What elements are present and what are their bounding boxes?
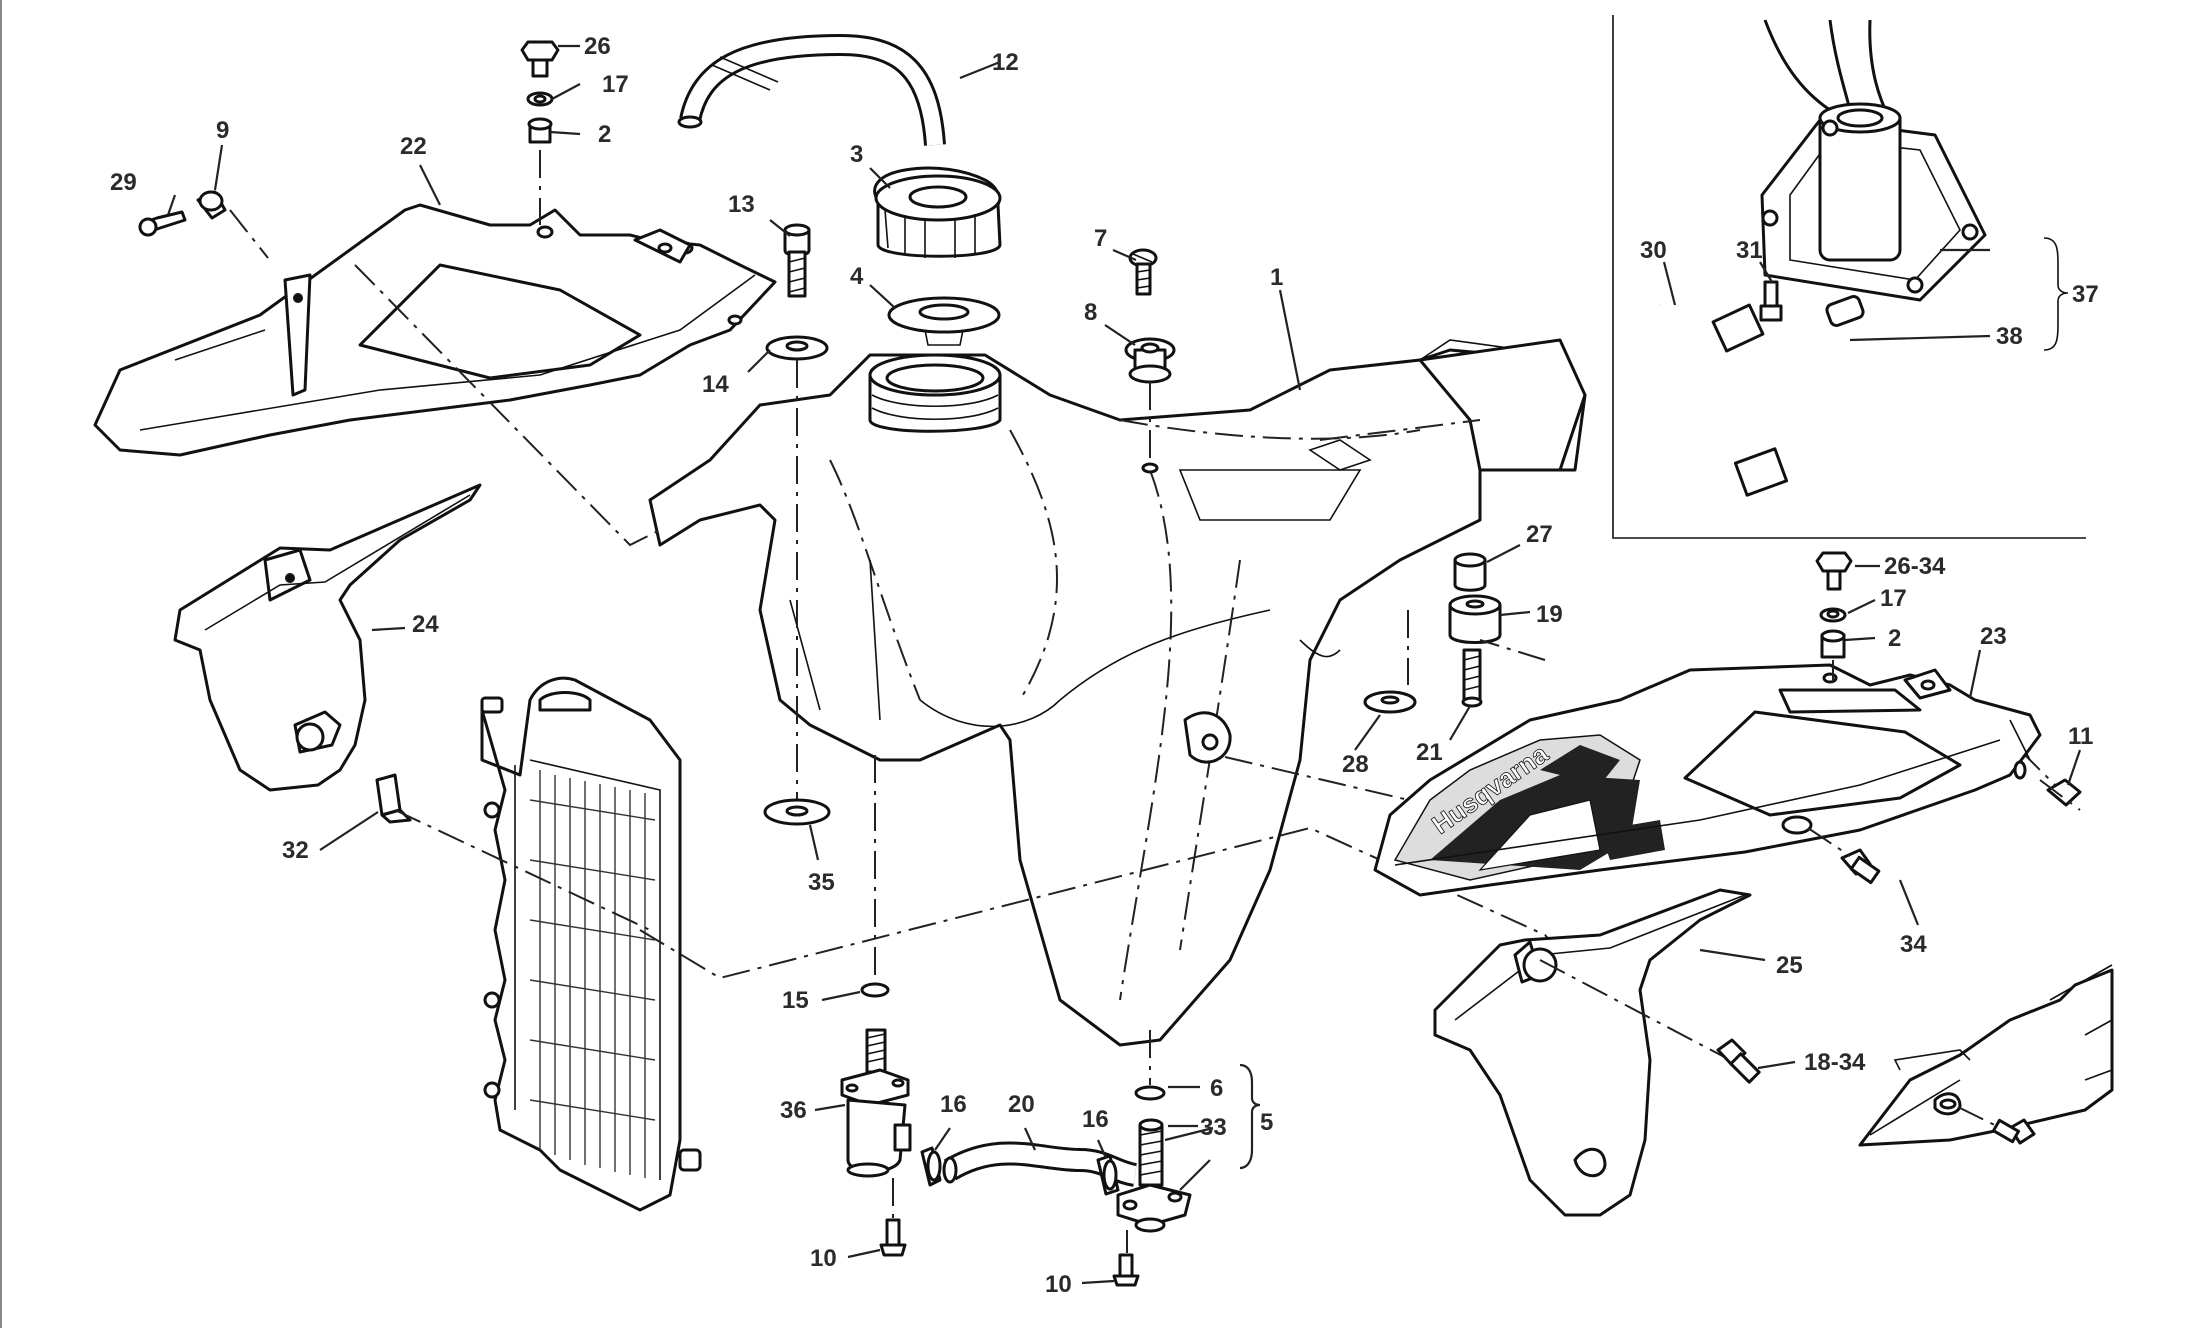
label-25: 25 <box>1776 952 1803 979</box>
label-27: 27 <box>1526 521 1553 548</box>
right-side-panel-25 <box>1433 888 1752 1217</box>
callout-labels: 26 17 2 12 9 29 22 3 13 7 1 4 8 14 30 31… <box>110 33 2099 1298</box>
label-33: 33 <box>1200 1114 1227 1141</box>
partial-panel-right <box>1858 964 2114 1147</box>
label-20: 20 <box>1008 1091 1035 1118</box>
left-upper-shroud <box>93 203 777 457</box>
label-10-right: 10 <box>1045 1271 1072 1298</box>
clip-11 <box>2039 778 2082 811</box>
label-2-right: 2 <box>1888 625 1901 652</box>
bolt-26-34-stack <box>1815 551 1853 680</box>
label-9: 9 <box>216 117 229 144</box>
bolt-26-stack <box>520 40 560 225</box>
label-1: 1 <box>1270 264 1283 291</box>
label-16-left: 16 <box>940 1091 967 1118</box>
label-31: 31 <box>1736 237 1763 264</box>
label-18-34: 18-34 <box>1804 1049 1866 1076</box>
label-17-right: 17 <box>1880 585 1907 612</box>
label-11: 11 <box>2068 723 2093 750</box>
radiator <box>480 676 702 1212</box>
hose-20-with-clamps <box>920 1141 1138 1196</box>
label-21: 21 <box>1416 739 1443 766</box>
label-26-top: 26 <box>584 33 611 60</box>
bolt-18-34 <box>1716 1038 1761 1084</box>
label-14: 14 <box>702 371 729 398</box>
label-7: 7 <box>1094 225 1107 252</box>
label-3: 3 <box>850 141 863 168</box>
label-35: 35 <box>808 869 835 896</box>
gasket-4 <box>887 296 1001 346</box>
label-19: 19 <box>1536 601 1563 628</box>
label-37: 37 <box>2072 281 2099 308</box>
fuel-tap-33 <box>1112 1085 1192 1287</box>
label-29: 29 <box>110 169 137 196</box>
fuel-tank <box>648 338 1587 1047</box>
label-4: 4 <box>850 263 864 290</box>
label-16-right: 16 <box>1082 1106 1109 1133</box>
clip-32 <box>375 773 651 931</box>
leader-lines <box>166 44 2082 1285</box>
label-26-34: 26-34 <box>1884 553 1946 580</box>
label-28: 28 <box>1342 751 1369 778</box>
label-17-top: 17 <box>602 71 629 98</box>
label-34: 34 <box>1900 931 1927 958</box>
label-13: 13 <box>728 191 755 218</box>
label-12: 12 <box>992 49 1019 76</box>
screw-13-washer-14 <box>763 223 831 826</box>
label-30: 30 <box>1640 237 1667 264</box>
label-36: 36 <box>780 1097 807 1124</box>
mount-stack-27-19 <box>1363 552 1502 714</box>
label-24: 24 <box>412 611 439 638</box>
label-32: 32 <box>282 837 309 864</box>
label-23: 23 <box>1980 623 2007 650</box>
breather-hose-12 <box>677 33 946 146</box>
bolt-34 <box>1807 827 1881 885</box>
fuel-tap-36 <box>840 982 912 1257</box>
screw-7-grommet-8 <box>1124 248 1176 474</box>
label-2-top: 2 <box>598 121 611 148</box>
label-10-left: 10 <box>810 1245 837 1272</box>
inset-detail-box <box>1612 15 2086 539</box>
fuel-cap-3 <box>873 166 1002 258</box>
label-22: 22 <box>400 133 427 160</box>
label-15: 15 <box>782 987 809 1014</box>
left-side-panel-24 <box>173 483 482 792</box>
label-6: 6 <box>1210 1075 1223 1102</box>
label-5: 5 <box>1260 1109 1273 1136</box>
screw-29-bush-9 <box>138 190 269 259</box>
label-8: 8 <box>1084 299 1097 326</box>
label-38: 38 <box>1996 323 2023 350</box>
